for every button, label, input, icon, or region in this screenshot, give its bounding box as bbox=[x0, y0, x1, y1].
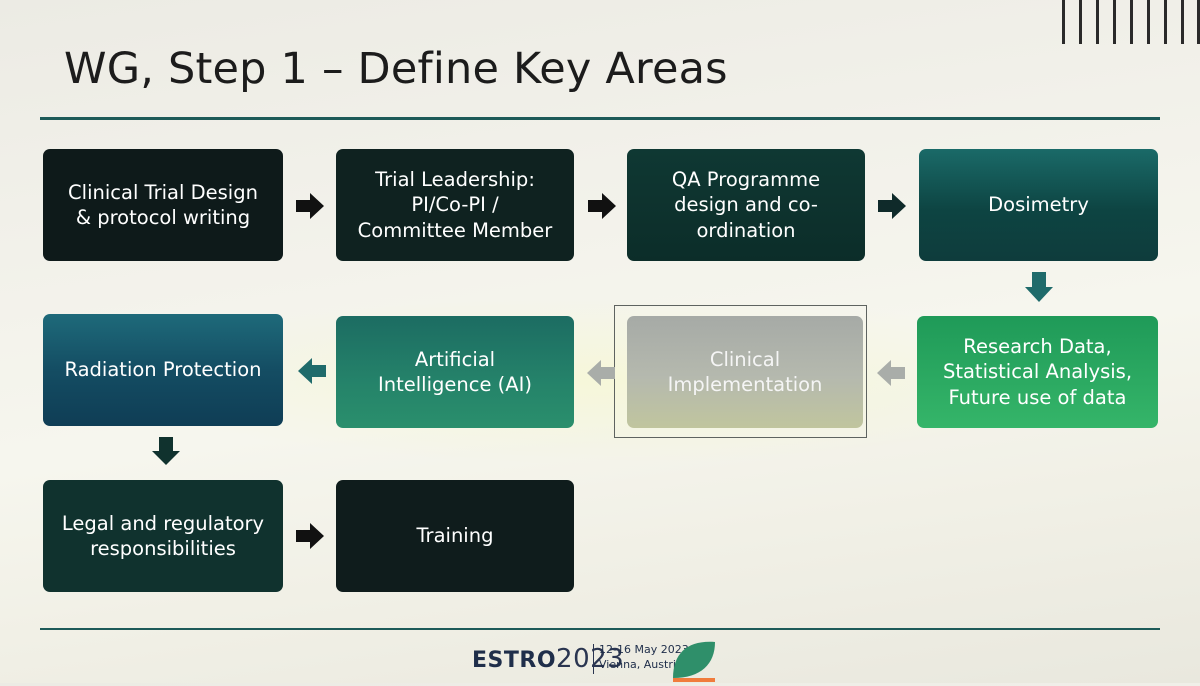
corner-stripes-decoration bbox=[1062, 0, 1200, 44]
box-label: Dosimetry bbox=[988, 193, 1089, 217]
box-label: Clinical Trial Design & protocol writing bbox=[68, 180, 258, 229]
box-label: Clinical Implementation bbox=[667, 347, 823, 396]
box-clinical-trial-design: Clinical Trial Design & protocol writing bbox=[43, 149, 283, 261]
box-training: Training bbox=[336, 480, 574, 592]
box-label: Trial Leadership: PI/Co-PI / Committee M… bbox=[357, 167, 553, 242]
arrow-right-icon bbox=[296, 523, 324, 549]
box-label: Legal and regulatory responsibilities bbox=[61, 511, 265, 560]
arrow-down-icon bbox=[1025, 272, 1053, 302]
logo-wordmark: ESTRO2023 bbox=[472, 644, 625, 674]
box-label: Research Data, Statistical Analysis, Fut… bbox=[942, 334, 1133, 409]
logo-place: Vienna, Austria bbox=[599, 658, 683, 671]
box-radiation-protection: Radiation Protection bbox=[43, 314, 283, 426]
box-label: Training bbox=[416, 524, 494, 548]
arrow-right-icon bbox=[878, 193, 906, 219]
box-research-data: Research Data, Statistical Analysis, Fut… bbox=[917, 316, 1158, 428]
box-clinical-implementation: Clinical Implementation bbox=[627, 316, 863, 428]
footer-divider bbox=[40, 628, 1160, 630]
logo-dates: 12-16 May 2023 bbox=[599, 643, 689, 656]
box-dosimetry: Dosimetry bbox=[919, 149, 1158, 261]
arrow-left-icon bbox=[298, 358, 326, 384]
arrow-left-icon bbox=[587, 360, 615, 386]
slide-title: WG, Step 1 – Define Key Areas bbox=[64, 44, 728, 94]
logo-separator bbox=[593, 644, 594, 674]
arrow-right-icon bbox=[296, 193, 324, 219]
arrow-right-icon bbox=[588, 193, 616, 219]
box-artificial-intelligence: Artificial Intelligence (AI) bbox=[336, 316, 574, 428]
estro-logo: ESTRO2023 12-16 May 2023 Vienna, Austria bbox=[472, 636, 732, 682]
arrow-down-icon bbox=[152, 437, 180, 465]
box-legal-regulatory: Legal and regulatory responsibilities bbox=[43, 480, 283, 592]
box-label: Artificial Intelligence (AI) bbox=[378, 347, 532, 396]
leaf-shape-icon bbox=[669, 638, 719, 686]
arrow-left-icon bbox=[877, 360, 905, 386]
box-label: QA Programme design and co- ordination bbox=[671, 167, 821, 242]
title-divider bbox=[40, 117, 1160, 120]
box-qa-programme: QA Programme design and co- ordination bbox=[627, 149, 865, 261]
box-label: Radiation Protection bbox=[64, 358, 262, 382]
box-trial-leadership: Trial Leadership: PI/Co-PI / Committee M… bbox=[336, 149, 574, 261]
